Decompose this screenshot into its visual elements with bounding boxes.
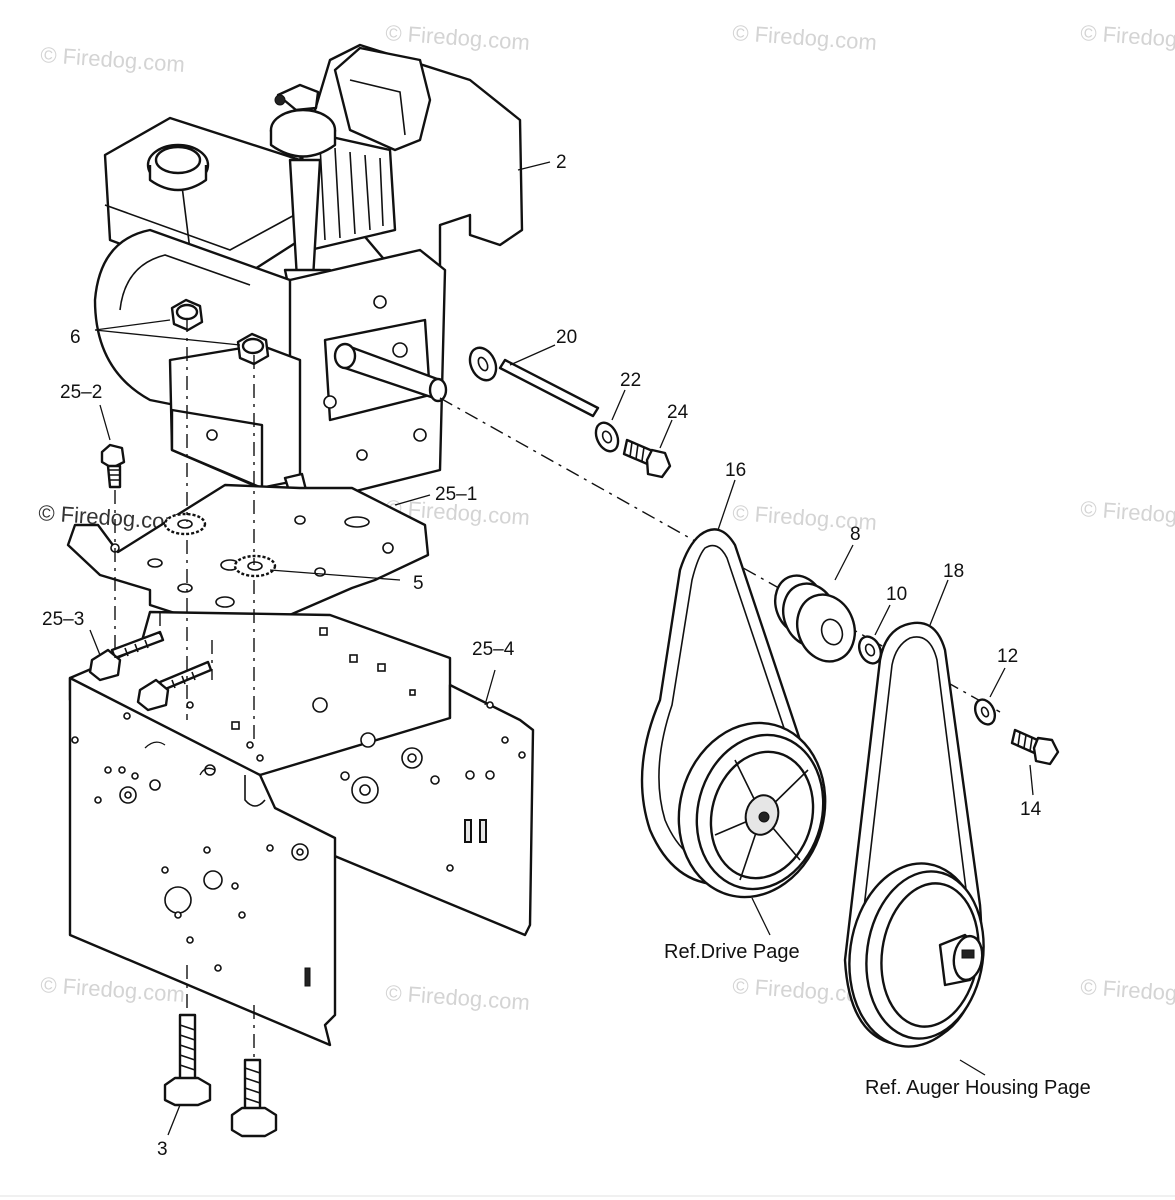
watermark: © Firedog.com [40, 42, 186, 77]
bolts-25-3 [88, 630, 213, 712]
bolt-25-2 [100, 443, 126, 489]
label-25-4: 25–4 [472, 639, 515, 660]
frame [68, 610, 535, 1047]
watermark: © Firedog.com [1080, 496, 1175, 531]
label-18: 18 [943, 561, 964, 582]
watermark: © Firedog.com [40, 972, 186, 1007]
label-24: 24 [667, 402, 689, 423]
label-25-3: 25–3 [42, 609, 84, 630]
label-6: 6 [70, 327, 81, 348]
watermark: © Firedog.com [732, 20, 878, 55]
ref-drive-page: Ref.Drive Page [664, 941, 800, 963]
label-5: 5 [413, 573, 424, 594]
engine-pulley-8 [774, 574, 856, 663]
bolt-24 [622, 438, 672, 479]
washer-22 [594, 421, 620, 453]
watermark: © Firedog.com [385, 20, 531, 55]
leader-lines [89, 161, 1034, 1136]
label-25-2: 25–2 [60, 382, 102, 403]
label-12: 12 [997, 646, 1018, 667]
label-8: 8 [850, 524, 861, 545]
ref-auger-housing-page: Ref. Auger Housing Page [865, 1077, 1091, 1099]
spacer-10 [857, 635, 883, 665]
hex-nuts [170, 298, 270, 366]
washer-12 [973, 698, 997, 726]
watermark: © Firedog.com [1080, 20, 1175, 55]
label-25-1: 25–1 [435, 484, 477, 505]
label-22: 22 [620, 370, 641, 391]
label-20: 20 [556, 327, 577, 348]
watermark: © Firedog.com [385, 980, 531, 1015]
cylinder-fins [298, 128, 397, 252]
lock-washers [163, 512, 277, 578]
label-16: 16 [725, 460, 746, 481]
drive-pulley [677, 721, 827, 899]
engine [93, 43, 524, 502]
label-3: 3 [157, 1139, 168, 1160]
label-2: 2 [556, 152, 567, 173]
bolts-3 [163, 1013, 278, 1138]
label-10: 10 [886, 584, 907, 605]
bolt-14 [1010, 728, 1060, 766]
label-14: 14 [1020, 799, 1042, 820]
watermark: © Firedog.com [1080, 974, 1175, 1009]
crankshaft [333, 342, 448, 403]
auger-pulley [848, 862, 985, 1048]
key-20 [468, 346, 600, 418]
part-labels: 2 6 20 22 24 25–2 25–1 5 16 8 18 10 12 1… [42, 152, 1091, 1160]
